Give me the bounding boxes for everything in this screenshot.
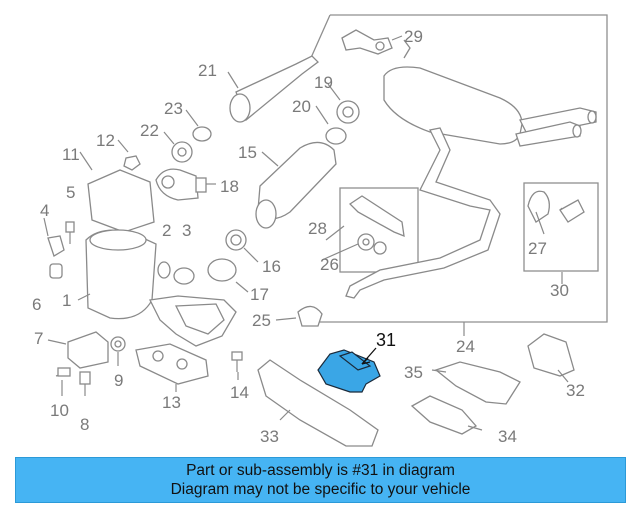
heat-shield-33 — [257, 359, 379, 447]
bracket-7 — [67, 331, 109, 369]
bolt-5 — [65, 221, 75, 244]
label-21: 21 — [198, 61, 217, 80]
label-19: 19 — [314, 73, 333, 92]
heat-shield-35 — [434, 361, 521, 405]
label-31: 31 — [376, 330, 396, 350]
bracket-28 — [348, 195, 405, 255]
nut-6 — [49, 263, 63, 279]
label-34: 34 — [498, 427, 517, 446]
label-25: 25 — [252, 311, 271, 330]
clamp-22 — [171, 141, 193, 163]
label-20: 20 — [292, 97, 311, 116]
hanger-27 — [527, 190, 585, 223]
label-17: 17 — [250, 285, 269, 304]
group-frame-24 — [301, 14, 608, 323]
clamp-25 — [297, 305, 323, 327]
label-6: 6 — [32, 295, 41, 314]
label-23: 23 — [164, 99, 183, 118]
label-27: 27 — [528, 239, 547, 258]
banner-line-2: Diagram may not be specific to your vehi… — [170, 481, 471, 498]
catalytic-converter-1 — [85, 229, 157, 320]
label-35: 35 — [404, 363, 423, 382]
label-8: 8 — [80, 415, 89, 434]
label-1: 1 — [62, 291, 71, 310]
clamp-16 — [225, 229, 247, 251]
label-10: 10 — [50, 401, 69, 420]
flange-18 — [155, 168, 207, 201]
label-12: 12 — [96, 131, 115, 150]
label-16: 16 — [262, 257, 281, 276]
label-18: 18 — [220, 177, 239, 196]
label-22: 22 — [140, 121, 159, 140]
label-7: 7 — [34, 329, 43, 348]
label-24: 24 — [456, 337, 475, 356]
stud-10 — [55, 367, 71, 377]
group-box-28 — [339, 187, 419, 273]
clamp-3 — [173, 267, 195, 285]
heat-shield-31-highlighted — [317, 349, 381, 393]
bolt-14 — [231, 351, 243, 372]
exhaust-parts-diagram: 1 2 3 4 5 6 7 8 9 10 11 12 13 14 15 16 1… — [32, 14, 608, 447]
pipe-21 — [229, 55, 319, 123]
heat-shield-11 — [87, 169, 155, 233]
label-30: 30 — [550, 281, 569, 300]
label-15: 15 — [238, 143, 257, 162]
gasket-20 — [325, 127, 347, 145]
label-13: 13 — [162, 393, 181, 412]
clamp-19 — [336, 100, 360, 124]
label-5: 5 — [66, 183, 75, 202]
label-33: 33 — [260, 427, 279, 446]
hanger-29 — [341, 29, 403, 55]
gasket-17 — [207, 258, 237, 282]
label-26: 26 — [320, 255, 339, 274]
muffler-24 — [345, 39, 597, 299]
label-29: 29 — [404, 27, 423, 46]
gasket-2 — [157, 261, 171, 279]
gasket-23 — [192, 126, 212, 142]
banner-line-1: Part or sub-assembly is #31 in diagram — [186, 462, 455, 479]
info-banner: Part or sub-assembly is #31 in diagram D… — [15, 457, 626, 503]
converter-15 — [255, 141, 337, 229]
group-box-30 — [523, 182, 599, 272]
nut-12 — [123, 155, 141, 171]
gasket-13 — [135, 343, 209, 385]
label-2: 2 — [162, 221, 171, 240]
label-4: 4 — [40, 201, 49, 220]
label-11: 11 — [62, 145, 80, 164]
manifold-pipes — [149, 295, 237, 347]
label-3: 3 — [182, 221, 191, 240]
label-14: 14 — [230, 383, 249, 402]
label-28: 28 — [308, 219, 327, 238]
label-32: 32 — [566, 381, 585, 400]
heat-shield-34 — [410, 395, 478, 435]
bolt-8 — [79, 371, 91, 396]
label-9: 9 — [114, 371, 123, 390]
washer-9 — [110, 336, 126, 352]
hanger-32 — [527, 333, 575, 377]
bracket-4 — [47, 235, 65, 257]
